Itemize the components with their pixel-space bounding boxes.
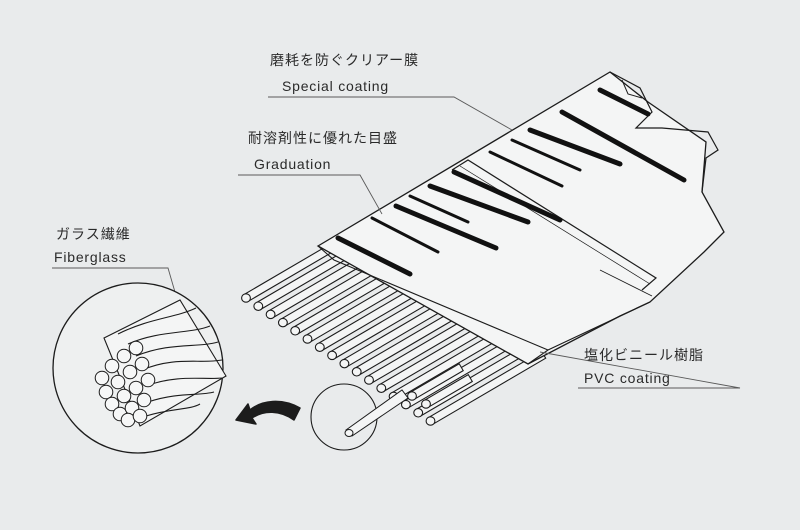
fiberglass-label-en: Fiberglass bbox=[54, 249, 127, 265]
fiber-strand-end bbox=[110, 374, 126, 390]
fiberglass-strand-end bbox=[302, 334, 313, 344]
fiber-strand-end bbox=[98, 384, 114, 400]
fiberglass-strand-end bbox=[425, 416, 436, 426]
fiberglass-strand-end bbox=[290, 326, 301, 336]
fiberglass-strand-end bbox=[407, 391, 417, 401]
fiberglass-strand-end bbox=[339, 358, 350, 369]
pvc-coating-label-jp: 塩化ビニール樹脂 bbox=[584, 348, 704, 364]
fiberglass-strand-end bbox=[376, 383, 387, 393]
fiberglass-strand-end bbox=[253, 301, 264, 311]
fiberglass-strand-end bbox=[421, 399, 431, 409]
fiber-strand-end bbox=[128, 340, 144, 356]
fiber-strand-end bbox=[116, 388, 132, 404]
fiberglass-strand-end bbox=[277, 317, 288, 328]
graduation-mark bbox=[370, 216, 440, 254]
special-coating-label-jp: 磨耗を防ぐクリアー膜 bbox=[270, 53, 420, 69]
fiberglass-strand-end bbox=[413, 408, 424, 418]
graduation-mark bbox=[559, 109, 687, 183]
graduation-mark bbox=[408, 194, 470, 224]
fiberglass-strand-end bbox=[265, 309, 276, 320]
fiber-strand-end bbox=[122, 364, 138, 380]
fiberglass-strand-end bbox=[314, 342, 325, 352]
fiberglass-magnified-circle bbox=[52, 282, 227, 454]
fiberglass-strand-end bbox=[327, 350, 338, 361]
graduation-mark bbox=[427, 183, 531, 225]
graduation-label-jp: 耐溶剤性に優れた目盛 bbox=[248, 131, 398, 147]
fiber-strand-end bbox=[140, 372, 156, 388]
graduation-mark bbox=[335, 235, 413, 277]
fiber-strand-end bbox=[104, 396, 120, 412]
graduation-mark bbox=[527, 127, 623, 167]
curved-arrow-icon bbox=[235, 400, 301, 425]
fiber-strand-end bbox=[134, 356, 150, 372]
fiber-strand-end bbox=[94, 370, 110, 386]
graduation-mark bbox=[451, 169, 563, 223]
graduation-label-en: Graduation bbox=[254, 156, 332, 172]
zoom-source-circle bbox=[310, 383, 409, 451]
fiberglass-strand-end bbox=[241, 293, 251, 303]
graduation-mark bbox=[393, 203, 499, 251]
graduation-mark bbox=[510, 138, 582, 172]
fiberglass-strand-end bbox=[351, 367, 362, 377]
fiber-strand-end bbox=[104, 358, 120, 374]
graduation-mark bbox=[597, 87, 651, 117]
fiber-strand-end bbox=[128, 380, 144, 396]
fiber-strand-end bbox=[116, 348, 132, 364]
fiberglass-strand-end bbox=[400, 399, 411, 410]
graduation-mark bbox=[488, 150, 564, 188]
fiberglass-label-jp: ガラス繊維 bbox=[56, 227, 131, 243]
fiberglass-strand-end bbox=[364, 375, 374, 385]
special-coating-label-en: Special coating bbox=[282, 78, 389, 94]
pvc-coating-label-en: PVC coating bbox=[584, 370, 671, 386]
fiber-strand-end bbox=[136, 392, 152, 408]
fiber-strand-end bbox=[132, 408, 148, 424]
graduation-marks bbox=[335, 87, 687, 277]
fiber-strand-ends bbox=[94, 340, 156, 428]
